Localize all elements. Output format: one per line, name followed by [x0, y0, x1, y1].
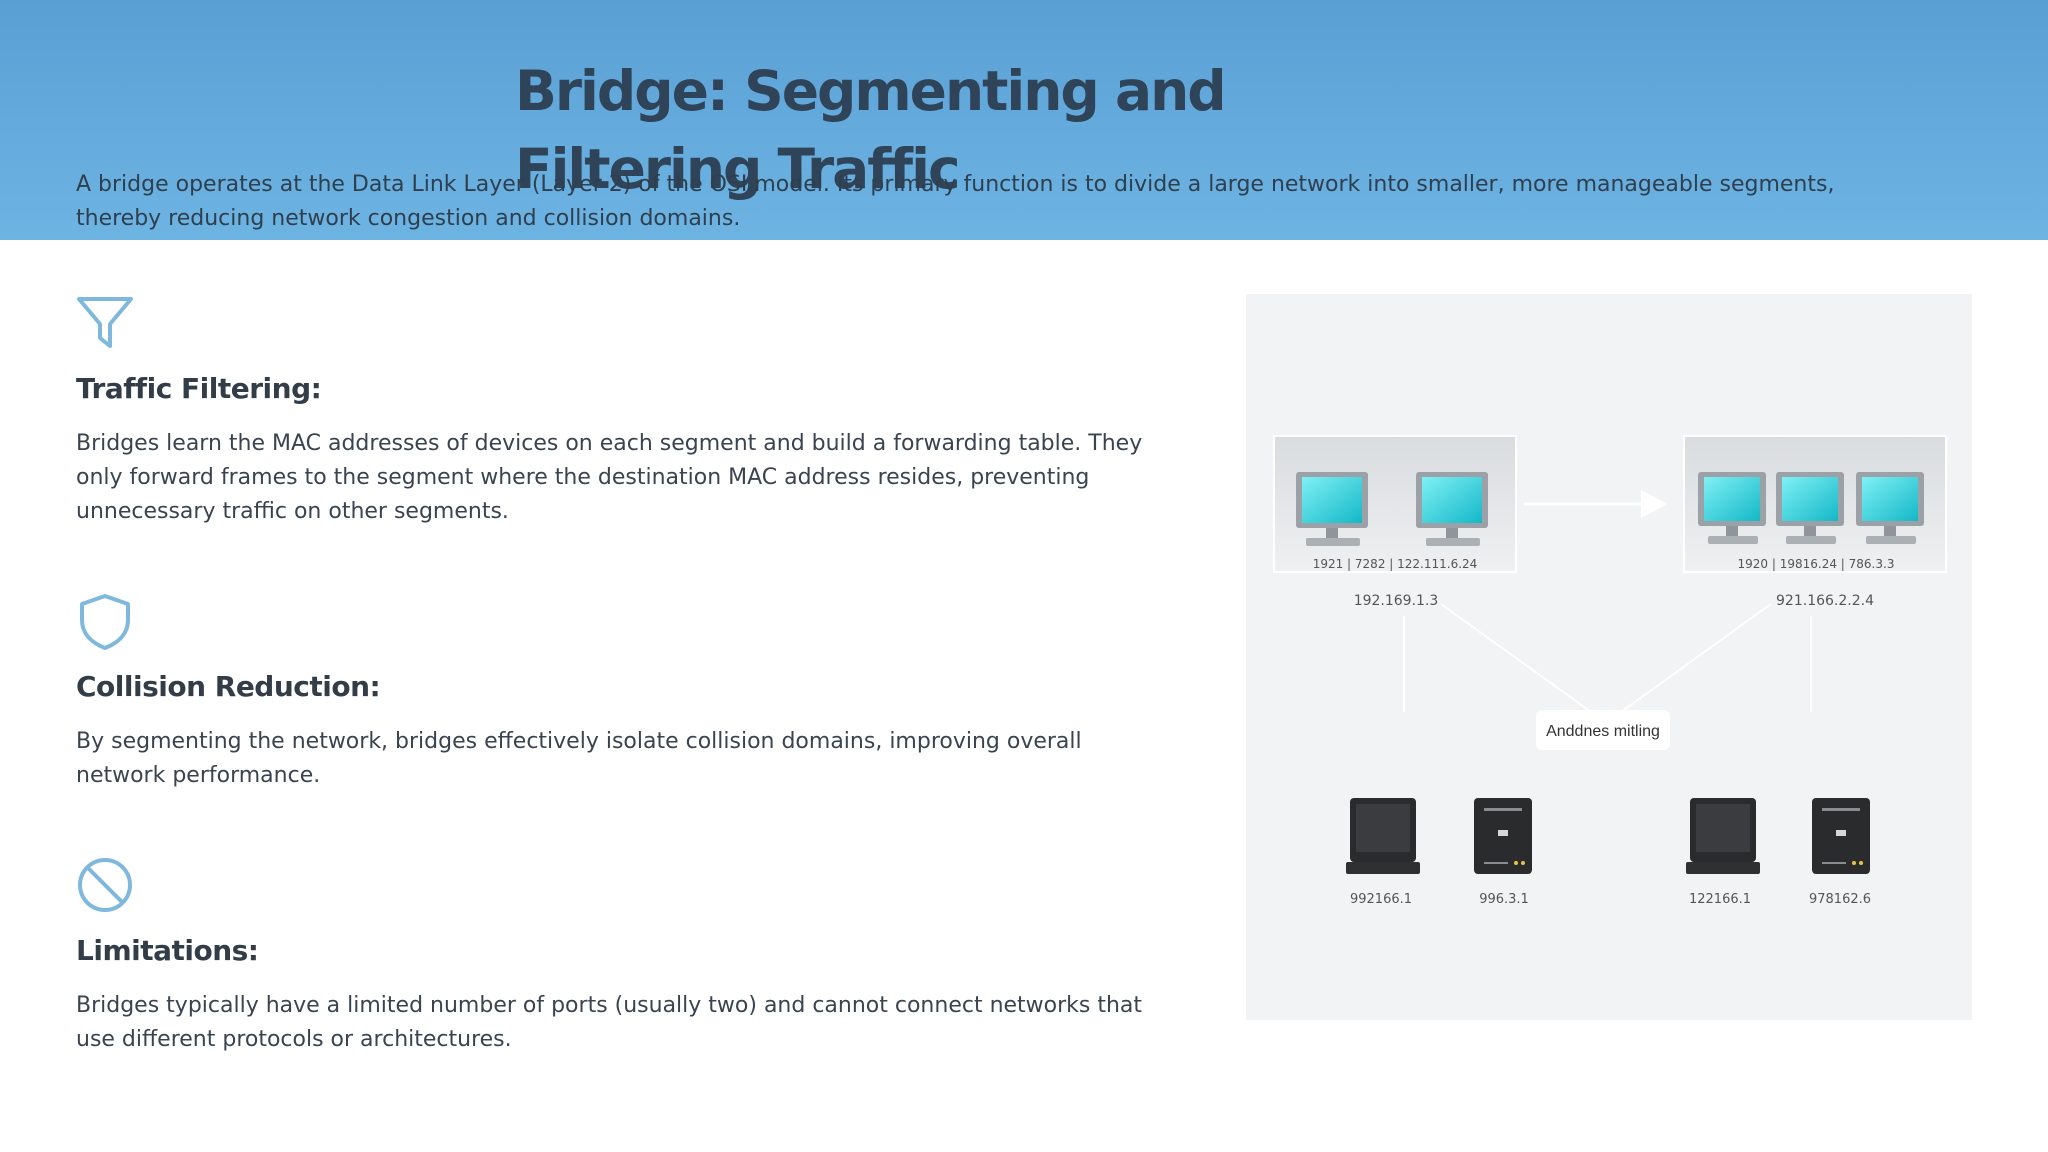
section-heading: Traffic Filtering:: [76, 372, 322, 405]
funnel-icon: [77, 297, 133, 348]
device-caption: 992166.1: [1350, 892, 1412, 907]
workstation-icon: [1346, 798, 1420, 874]
right-segment: 1920 | 19816.24 | 786.3.3: [1683, 435, 1947, 573]
header-band: [0, 0, 2048, 240]
center-label-box: Anddnes mitling: [1536, 710, 1670, 750]
connector-lines: [1403, 603, 1812, 713]
left-segment-caption: 1921 | 7282 | 122.111.6.24: [1313, 557, 1478, 571]
prohibited-icon: [78, 858, 132, 912]
section-heading: Collision Reduction:: [76, 670, 381, 703]
section-body: Bridges learn the MAC addresses of devic…: [76, 431, 1143, 524]
monitor-icon: [1856, 472, 1924, 544]
page-title: Bridge: Segmenting and Filtering Traffic: [515, 59, 1227, 201]
center-label: Anddnes mitling: [1546, 723, 1660, 740]
right-segment-caption: 1920 | 19816.24 | 786.3.3: [1738, 557, 1895, 571]
section-limitations: Limitations: Bridges typically have a li…: [76, 856, 1156, 1057]
right-address: 921.166.2.2.4: [1776, 593, 1874, 609]
device-caption: 122166.1: [1689, 892, 1751, 907]
device-caption: 996.3.1: [1479, 892, 1529, 907]
network-diagram: 1921 | 7282 | 122.111.6.24: [1246, 294, 1972, 1020]
arrow-right-icon: [1524, 490, 1668, 518]
left-segment: 1921 | 7282 | 122.111.6.24: [1273, 435, 1517, 573]
section-traffic-filtering: Traffic Filtering: Bridges learn the MAC…: [76, 294, 1156, 529]
monitor-icon: [1416, 472, 1488, 546]
server-icon: [1474, 798, 1532, 874]
monitor-icon: [1776, 472, 1844, 544]
section-heading: Limitations:: [76, 934, 259, 967]
section-collision-reduction: Collision Reduction: By segmenting the n…: [76, 592, 1156, 793]
left-address: 192.169.1.3: [1354, 593, 1439, 609]
server-icon: [1812, 798, 1870, 874]
section-body: Bridges typically have a limited number …: [76, 993, 1143, 1052]
intro-paragraph: A bridge operates at the Data Link Layer…: [76, 172, 1835, 231]
monitor-icon: [1698, 472, 1766, 544]
workstation-icon: [1686, 798, 1760, 874]
network-diagram-svg: 1921 | 7282 | 122.111.6.24: [1273, 435, 1947, 907]
monitor-icon: [1296, 472, 1368, 546]
section-body: By segmenting the network, bridges effec…: [76, 729, 1082, 788]
device-caption: 978162.6: [1809, 892, 1871, 907]
shield-icon: [80, 594, 130, 650]
